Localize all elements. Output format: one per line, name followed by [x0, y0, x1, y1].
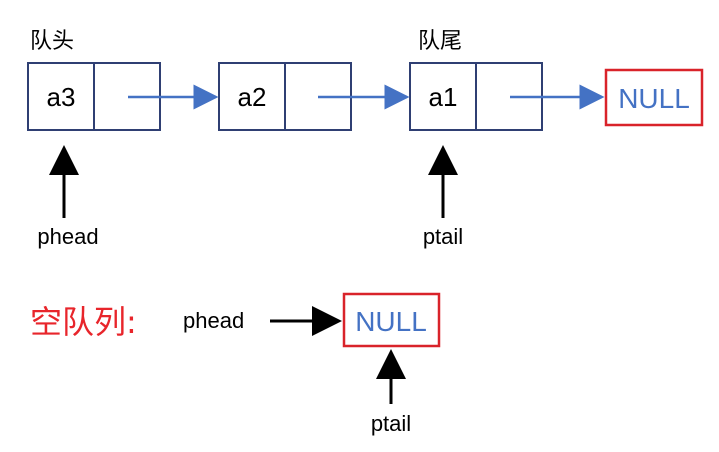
- empty-null-box: NULL: [342, 292, 441, 348]
- empty-phead-label: phead: [183, 308, 244, 333]
- head-label: 队头: [30, 29, 74, 54]
- node-value: a3: [47, 82, 76, 112]
- node-value: a1: [429, 82, 458, 112]
- null-terminator: NULL: [604, 68, 704, 127]
- empty-queue-label: 空队列:: [30, 303, 137, 341]
- node-value: a2: [238, 82, 267, 112]
- phead-label: phead: [37, 224, 98, 249]
- null-text: NULL: [618, 83, 690, 114]
- tail-label: 队尾: [418, 29, 462, 54]
- empty-null-text: NULL: [355, 306, 427, 337]
- empty-ptail-label: ptail: [371, 411, 411, 436]
- ptail-label: ptail: [423, 224, 463, 249]
- queue-node-1: a3: [27, 62, 161, 131]
